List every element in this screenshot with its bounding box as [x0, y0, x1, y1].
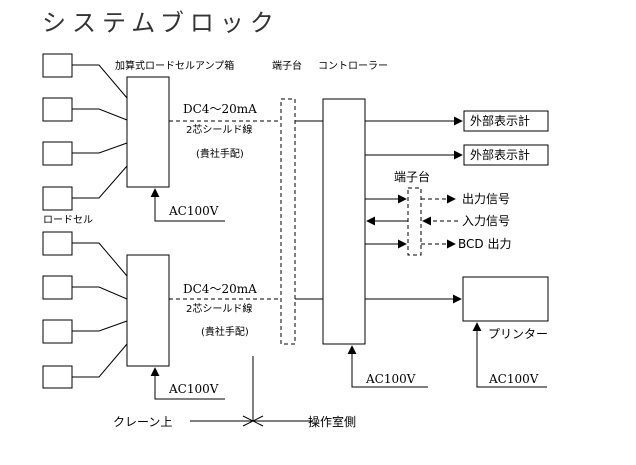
- crane-side-label: クレーン上: [113, 415, 173, 429]
- signal-upper-label: DC4～20mA: [183, 102, 257, 116]
- ac-line-amp2: [150, 367, 225, 400]
- display-1-label: 外部表示計: [470, 114, 531, 128]
- load-cell-box: [42, 365, 73, 389]
- load-cell-box: [42, 186, 73, 211]
- ac-line-printer: [472, 322, 547, 388]
- cable-upper-label: 2芯シールド線: [186, 125, 253, 136]
- printer-box: [462, 276, 549, 322]
- supply-lower-label: (貴社手配): [201, 327, 249, 338]
- ac-controller-label: AC100V: [366, 372, 416, 386]
- load-cell-wire: [72, 286, 128, 300]
- load-cell-box: [42, 53, 73, 78]
- printer-label: プリンター: [488, 327, 549, 341]
- display-box-1: [463, 110, 549, 132]
- operator-side-label: 操作室側: [308, 415, 357, 429]
- ac-printer-label: AC100V: [489, 372, 539, 386]
- signal-lower-label: DC4～20mA: [183, 282, 257, 296]
- load-cell-wire: [72, 242, 128, 277]
- output-signal-label: 出力信号: [462, 192, 511, 206]
- cable-lower-label: 2芯シールド線: [186, 304, 253, 315]
- amp-box-lower: [126, 254, 170, 367]
- display-box-2: [463, 144, 549, 166]
- load-cell-box: [42, 97, 73, 122]
- terminal-block-small: [407, 187, 422, 256]
- input-signal-label: 入力信号: [462, 214, 511, 228]
- load-cell-box: [42, 319, 73, 344]
- load-cell-wire: [72, 343, 128, 378]
- bcd-output-label: BCD 出力: [458, 237, 512, 251]
- load-cell-wire: [72, 320, 128, 332]
- load-cell-wire: [72, 64, 128, 99]
- supply-upper-label: (貴社手配): [196, 149, 244, 160]
- ac-amp2-label: AC100V: [169, 382, 219, 396]
- load-cell-box: [42, 231, 73, 256]
- display-2-label: 外部表示計: [470, 148, 531, 162]
- ac-amp1-label: AC100V: [169, 204, 219, 218]
- controller-label: コントローラー: [318, 61, 388, 72]
- amp-box-label: 加算式ロードセルアンプ箱: [115, 61, 235, 72]
- load-cell-wire: [72, 165, 128, 199]
- load-cell-box: [42, 141, 73, 166]
- load-cell-wire: [72, 108, 128, 121]
- load-cell-box: [42, 275, 73, 300]
- controller-box: [322, 98, 366, 345]
- small-terminal-label: 端子台: [394, 170, 431, 184]
- page-title: システムブロック: [42, 9, 280, 37]
- terminal-block-label: 端子台: [272, 61, 302, 72]
- terminal-block-main: [280, 98, 296, 345]
- ac-line-controller: [347, 345, 428, 388]
- ac-line-amp1: [150, 188, 225, 222]
- amp-box-upper: [126, 76, 170, 188]
- load-cell-wire: [72, 142, 128, 154]
- load-cell-label: ロードセル: [43, 215, 93, 226]
